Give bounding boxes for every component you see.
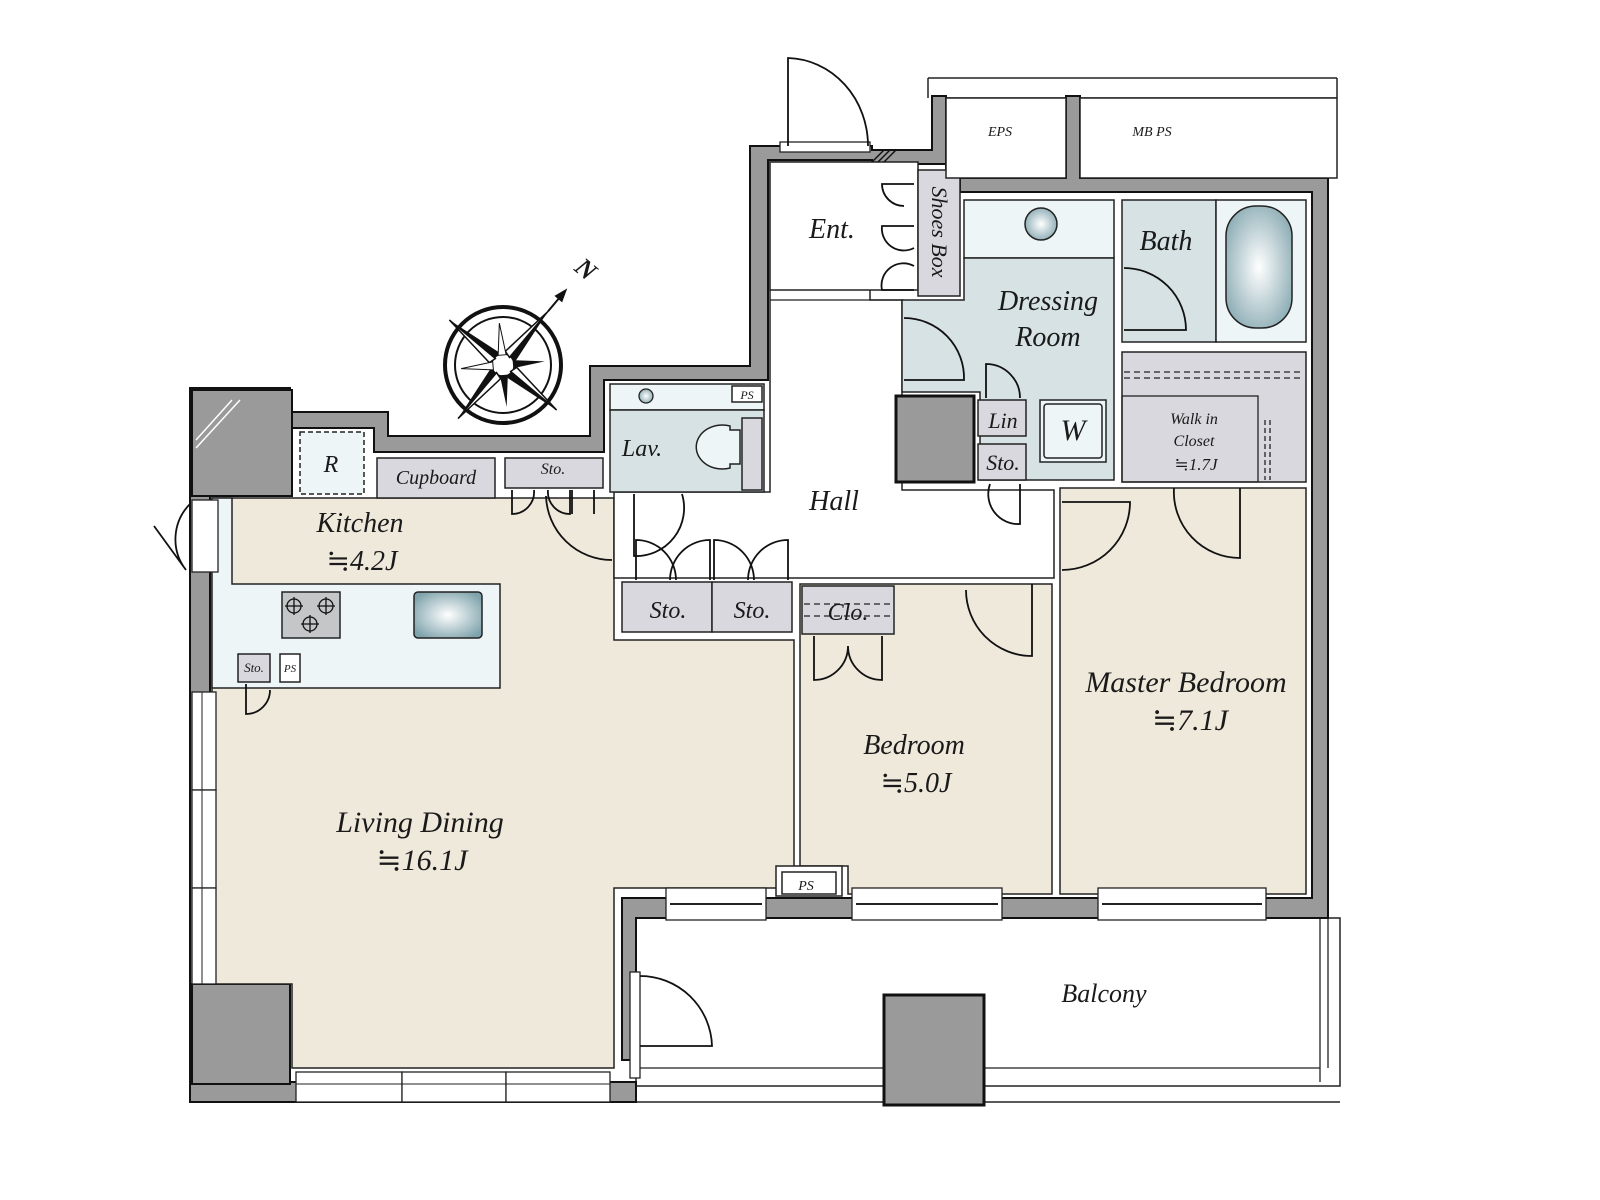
cupboard <box>376 457 496 499</box>
bath-door-swing-icon <box>1123 267 1187 331</box>
kitchen-area: ≒4.2J <box>327 546 399 577</box>
kitchen-storage-label: Sto. <box>541 461 565 478</box>
dressing-storage-label: Sto. <box>986 450 1020 475</box>
shoes-box-label: Shoes Box <box>927 186 952 277</box>
bedroom-area: ≒5.0J <box>881 768 953 799</box>
bedroom-ps-label: PS <box>797 879 814 894</box>
kitchen-side-door[interactable] <box>191 499 219 573</box>
cupboard-label: Cupboard <box>396 467 477 489</box>
entrance-label: Ent. <box>808 214 855 245</box>
west-windows[interactable] <box>191 691 217 985</box>
small-storage-label: Sto. <box>244 660 264 675</box>
bath-floor <box>1121 199 1217 343</box>
south-windows-bedrooms[interactable] <box>665 887 1267 921</box>
bedroom-door-swing-icon <box>965 584 1033 657</box>
closet-door-swing-icon <box>1173 487 1241 559</box>
door-swing-icon <box>903 317 965 381</box>
walk-in-closet-area: ≒1.7J <box>1174 455 1218 474</box>
hall-storage-doors-icon <box>635 539 789 581</box>
master-bedroom-label: Master Bedroom <box>1084 666 1286 699</box>
bedroom-label: Bedroom <box>863 730 965 761</box>
door-swing-icon <box>987 483 1021 525</box>
kitchen-sink <box>413 591 483 639</box>
eps-label: EPS <box>987 125 1012 140</box>
balcony-label: Balcony <box>1061 979 1147 1008</box>
door-swing-icon <box>153 503 191 571</box>
column-nw <box>191 389 293 497</box>
dressing-storage <box>977 443 1027 481</box>
toilet <box>695 424 741 470</box>
hall-storage-1-label: Sto. <box>650 598 687 624</box>
linen-storage <box>977 399 1027 437</box>
door-swing-icon <box>245 684 271 715</box>
balcony-door[interactable] <box>629 971 641 1079</box>
closet-doors-icon <box>813 636 883 681</box>
south-windows-living[interactable] <box>295 1071 611 1103</box>
master-bedroom-door-swing-icon <box>1061 501 1131 571</box>
lav-ps <box>731 385 763 403</box>
mbps-shaft <box>1079 97 1338 179</box>
wash-basin <box>1024 207 1058 241</box>
walk-in-closet-label-line1: Walk in <box>1170 411 1218 428</box>
bath-label: Bath <box>1140 226 1193 257</box>
shoes-box <box>917 169 961 297</box>
door-swing-icon <box>639 975 713 1047</box>
door-swing-icon <box>633 493 685 557</box>
bedroom-closet <box>801 585 895 635</box>
living-dining-area: ≒16.1J <box>377 844 470 877</box>
door-swing-icon <box>545 495 613 561</box>
lav-label: Lav. <box>621 436 662 462</box>
kitchen-counter <box>211 497 501 689</box>
kitchen-ps-label: PS <box>283 663 297 675</box>
walk-in-closet <box>1121 351 1307 483</box>
hatch-marks-icon <box>871 149 897 163</box>
walk-in-closet-label-line2: Closet <box>1174 433 1215 450</box>
master-bedroom-floor <box>1059 487 1307 895</box>
front-door-swing-icon <box>787 57 869 147</box>
door-swing-icon <box>985 363 1021 399</box>
hall-storage-2-label: Sto. <box>734 598 771 624</box>
master-bedroom-area: ≒7.1J <box>1152 704 1230 737</box>
kitchen-ps <box>279 653 301 683</box>
duct-shaft <box>894 394 976 484</box>
linen-label: Lin <box>987 408 1017 433</box>
shaft-outline <box>927 77 1338 99</box>
hall-storage-2 <box>711 581 793 633</box>
bedroom-closet-label: Clo. <box>828 600 869 626</box>
lav-basin <box>638 388 654 404</box>
storage-doors-icon <box>511 489 595 515</box>
toilet-tank-shelf <box>741 417 763 491</box>
living-dining-label: Living Dining <box>335 806 504 839</box>
kitchen-label: Kitchen <box>315 508 403 539</box>
lav-ps-label: PS <box>739 388 753 402</box>
washer <box>1043 403 1103 459</box>
mbps-label: MB PS <box>1131 125 1171 140</box>
refrigerator-label: R <box>323 452 339 478</box>
north-label: N <box>569 251 604 287</box>
washer-label: W <box>1061 414 1089 447</box>
balcony-column <box>882 993 986 1107</box>
column-sw <box>191 983 291 1085</box>
compass-rose-icon: N <box>443 251 604 425</box>
dressing-room-label-line2: Room <box>1014 322 1080 353</box>
refrigerator-space <box>299 431 365 495</box>
eps-shaft <box>945 97 1067 179</box>
kitchen-storage <box>504 457 604 489</box>
dressing-room-label-line1: Dressing <box>997 286 1098 317</box>
small-storage <box>237 653 271 683</box>
front-door-frame[interactable] <box>779 141 871 153</box>
hall-label: Hall <box>808 486 859 517</box>
shoe-box-doors-icon <box>880 183 915 291</box>
burner-icon <box>285 597 335 633</box>
balcony-area <box>190 917 1341 1107</box>
bathtub <box>1225 205 1293 329</box>
